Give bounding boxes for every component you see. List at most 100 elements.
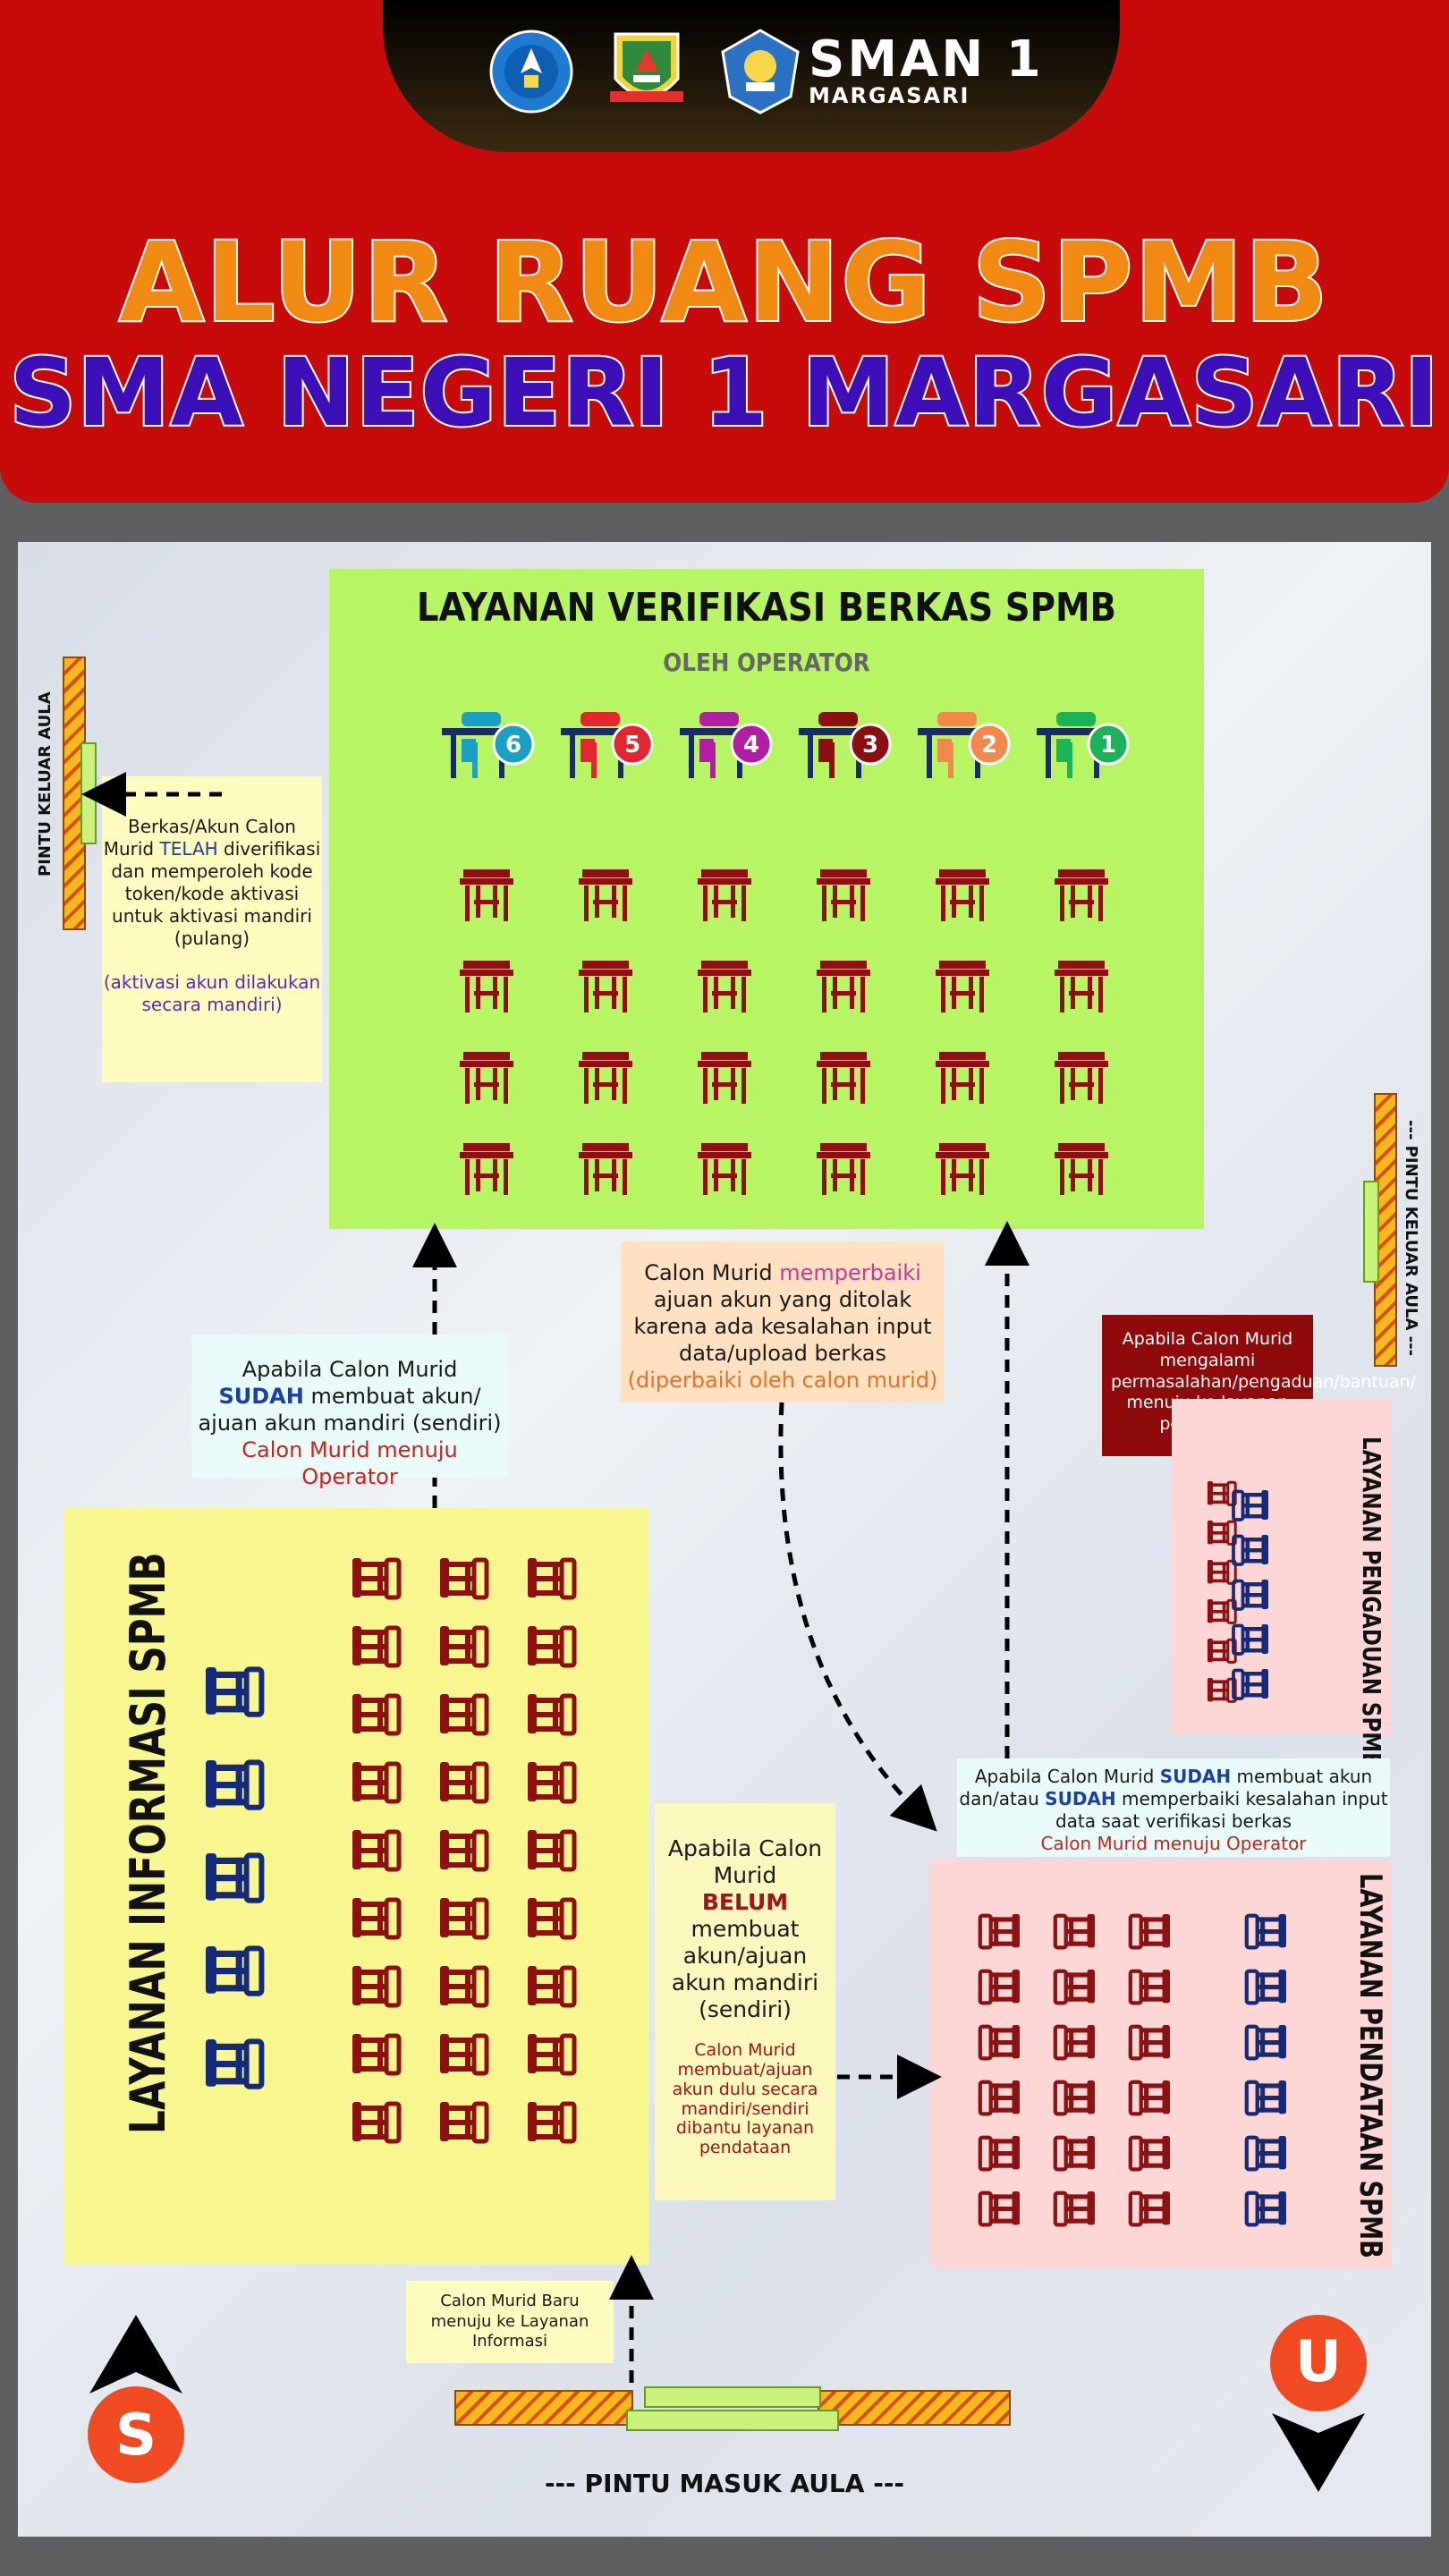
verification-title: LAYANAN VERIFIKASI BERKAS SPMB <box>416 585 1117 631</box>
new-student-note: Calon Murid Baru menuju ke Layanan Infor… <box>406 2281 614 2363</box>
desk-icon <box>1128 2190 1170 2227</box>
reg-op-sudah-1: SUDAH <box>1159 1766 1232 1787</box>
entrance-door-left <box>454 2390 633 2426</box>
registration-room-title: LAYANAN PENDATAAN SPMB <box>1352 1873 1388 2258</box>
desk-icon <box>206 1666 265 1717</box>
desk-icon <box>698 1143 751 1195</box>
exit-note-text-d: (aktivasi akun dilakukan secara mandiri) <box>103 971 321 1015</box>
desk-icon <box>440 2033 489 2076</box>
information-room: LAYANAN INFORMASI SPMB <box>64 1508 649 2265</box>
desk-icon <box>1208 1480 1237 1506</box>
desk-icon <box>698 961 751 1013</box>
desk-icon <box>1244 1913 1286 1950</box>
desk-icon <box>1244 2080 1286 2116</box>
desk-icon <box>1244 2135 1286 2172</box>
fix-text-d: (diperbaiki oleh calon murid) <box>627 1368 938 1393</box>
entrance-door-panel-top <box>644 2386 821 2408</box>
entrance-door-panel-bottom <box>626 2410 839 2431</box>
desk-icon <box>978 1969 1020 2005</box>
desk-icon <box>1244 1969 1286 2005</box>
desk-icon <box>352 1625 402 1668</box>
desk-icon <box>1053 2190 1095 2227</box>
desk-icon <box>1055 1143 1108 1195</box>
desk-icon <box>579 1052 632 1104</box>
reg-op-text-c: membuat akun dan/atau <box>959 1766 1373 1809</box>
station-number: 3 <box>862 732 878 758</box>
desk-icon <box>698 1052 751 1104</box>
desk-icon <box>1128 2024 1170 2061</box>
desk-icon <box>352 2033 402 2076</box>
desk-icon <box>206 1759 265 1810</box>
not-registered-note: Apabila Calon Murid BELUM membuat akun/a… <box>655 1803 835 2200</box>
desk-icon <box>817 961 870 1013</box>
desk-icon <box>440 1965 489 2008</box>
station-number-badge <box>968 723 1011 766</box>
desk-icon <box>1208 1638 1237 1664</box>
desk-icon <box>440 1829 489 1872</box>
desk-icon <box>579 961 632 1013</box>
desk-icon <box>1208 1559 1237 1585</box>
desk-icon <box>440 1693 489 1736</box>
desk-icon <box>978 1913 1020 1950</box>
station-number-badge <box>1087 723 1130 766</box>
main-subtitle: SMA NEGERI 1 MARGASARI <box>7 336 1440 449</box>
registration-seating <box>978 1913 1286 2227</box>
desk-icon <box>1244 2190 1286 2227</box>
desk-icon <box>206 2038 265 2089</box>
south-compass-letter: S <box>114 2402 157 2469</box>
desk-icon <box>1053 1913 1095 1950</box>
desk-icon <box>206 1852 265 1903</box>
station-number: 2 <box>981 732 997 758</box>
belum-text-c: membuat akun/ajuan akun mandiri (sendiri… <box>671 1916 819 2022</box>
desk-icon <box>352 1897 402 1940</box>
desk-icon <box>1053 2135 1095 2172</box>
desk-icon <box>1055 1052 1108 1104</box>
logo-band: SMAN 1 MARGASARI <box>383 0 1120 152</box>
desk-icon <box>936 1052 989 1104</box>
reg-op-text-a: Apabila Calon Murid <box>974 1766 1155 1787</box>
north-compass-icon <box>1270 2315 1367 2492</box>
desk-icon <box>440 2101 489 2144</box>
desk-icon <box>1232 1489 1268 1521</box>
exit-right-label: --- PINTU KELUAR AULA --- <box>1402 1120 1420 1357</box>
desk-icon <box>528 1965 577 2008</box>
desk-icon <box>978 2190 1020 2227</box>
desk-icon <box>528 2101 577 2144</box>
desk-icon <box>1128 2080 1170 2116</box>
desk-icon <box>460 961 513 1013</box>
station-number: 6 <box>505 732 521 758</box>
desk-icon <box>528 2033 577 2076</box>
verification-subtitle: OLEH OPERATOR <box>663 648 870 677</box>
desk-icon <box>978 2024 1020 2061</box>
desk-icon <box>817 869 870 921</box>
desk-icon <box>817 1143 870 1195</box>
desk-icon <box>1053 2080 1095 2116</box>
school-logo <box>721 29 800 114</box>
desk-icon <box>1128 1969 1170 2005</box>
station-number-badge <box>492 723 535 766</box>
desk-icon <box>352 1761 402 1804</box>
desk-icon <box>440 1625 489 1668</box>
information-room-title: LAYANAN INFORMASI SPMB <box>120 1552 176 2134</box>
desk-icon <box>1232 1579 1268 1611</box>
complaint-room: LAYANAN PENGADUAN SPMB <box>1172 1399 1392 1768</box>
desk-icon <box>352 1829 402 1872</box>
desk-icon <box>440 1761 489 1804</box>
desk-icon <box>528 1557 577 1600</box>
to-operator-note: Apabila Calon Murid SUDAH membuat akun/ … <box>191 1335 508 1489</box>
station-number-badge <box>849 723 892 766</box>
belum-text-b: BELUM <box>701 1889 789 1915</box>
exit-door-right-panel <box>1363 1181 1379 1283</box>
header-banner: SMAN 1 MARGASARI ALUR RUANG SPMB SMA NEG… <box>0 0 1449 503</box>
desk-icon <box>1232 1668 1268 1700</box>
station-number: 4 <box>743 732 759 758</box>
desk-icon <box>1128 2135 1170 2172</box>
desk-icon <box>352 1557 402 1600</box>
desk-icon <box>1055 961 1108 1013</box>
registered-to-operator-note: Apabila Calon Murid SUDAH membuat akun d… <box>957 1758 1390 1857</box>
station-number-badge <box>611 723 654 766</box>
tut-wuri-handayani-logo <box>489 30 573 114</box>
information-seating <box>206 1557 577 2144</box>
exit-note-telah: TELAH <box>159 838 218 860</box>
fix-text-b: memperbaiki <box>779 1260 921 1285</box>
